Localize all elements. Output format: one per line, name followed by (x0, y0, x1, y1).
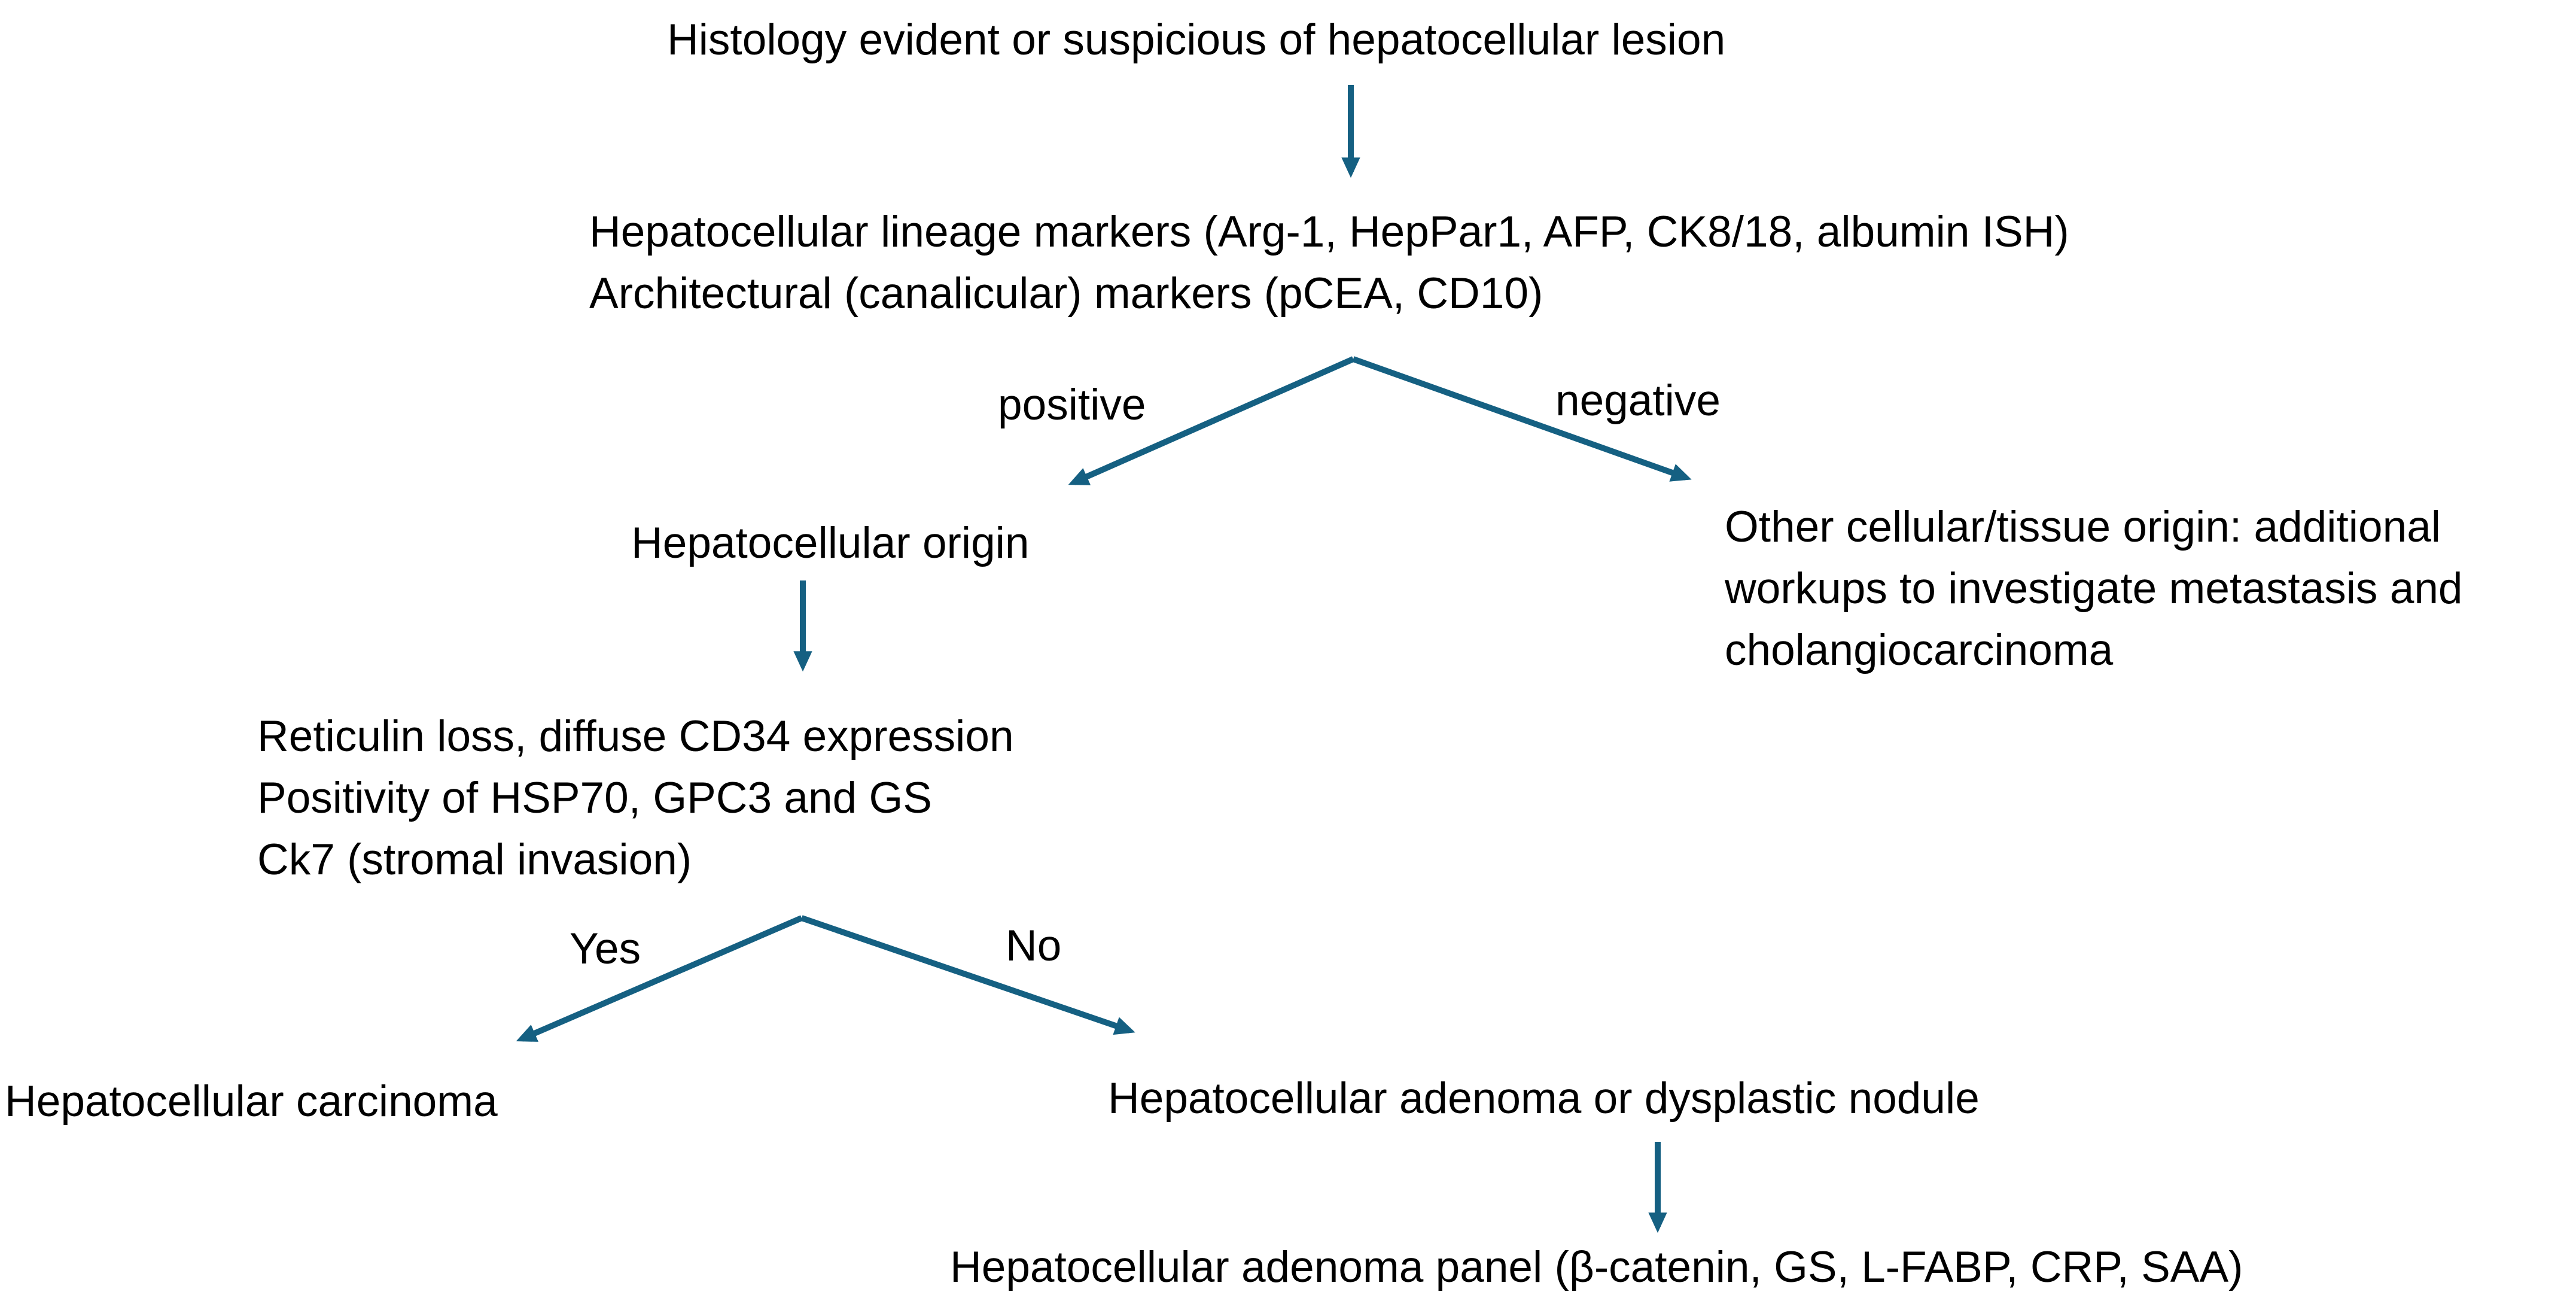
node-adenoma-or-dysplastic-nodule-text: Hepatocellular adenoma or dysplastic nod… (1108, 1074, 1980, 1123)
node-histology: Histology evident or suspicious of hepat… (667, 9, 1725, 71)
node-malignancy-criteria-line1: Reticulin loss, diffuse CD34 expression (257, 712, 1014, 761)
edge-label-no: No (1006, 922, 1062, 970)
node-hepatocellular-origin-text: Hepatocellular origin (631, 519, 1030, 567)
node-histology-text: Histology evident or suspicious of hepat… (667, 16, 1726, 64)
node-hepatocellular-origin: Hepatocellular origin (631, 512, 1029, 574)
node-other-origin: Other cellular/tissue origin: additional… (1725, 496, 2463, 681)
node-other-origin-line1: Other cellular/tissue origin: additional (1725, 503, 2441, 551)
node-hepatocellular-carcinoma-text: Hepatocellular carcinoma (5, 1077, 498, 1126)
node-lineage-markers: Hepatocellular lineage markers (Arg-1, H… (589, 201, 2069, 324)
node-adenoma-panel-text: Hepatocellular adenoma panel (β-catenin,… (950, 1243, 2243, 1291)
node-other-origin-line3: cholangiocarcinoma (1725, 626, 2114, 674)
node-lineage-markers-line2: Architectural (canalicular) markers (pCE… (589, 269, 1543, 318)
node-other-origin-line2: workups to investigate metastasis and (1725, 564, 2463, 613)
edge-label-positive: positive (998, 381, 1146, 429)
arrow-criteria-no (800, 915, 1135, 1035)
node-adenoma-or-dysplastic-nodule: Hepatocellular adenoma or dysplastic nod… (1108, 1068, 1980, 1129)
node-lineage-markers-line1: Hepatocellular lineage markers (Arg-1, H… (589, 208, 2069, 256)
edge-label-yes: Yes (570, 925, 641, 973)
edge-label-negative: negative (1555, 376, 1721, 425)
node-adenoma-panel: Hepatocellular adenoma panel (β-catenin,… (950, 1236, 2243, 1298)
node-malignancy-criteria-line2: Positivity of HSP70, GPC3 and GS (257, 774, 932, 822)
arrow-criteria-yes (516, 915, 803, 1042)
node-hepatocellular-carcinoma: Hepatocellular carcinoma (5, 1071, 498, 1132)
node-malignancy-criteria: Reticulin loss, diffuse CD34 expression … (257, 706, 1014, 890)
node-malignancy-criteria-line3: Ck7 (stromal invasion) (257, 835, 692, 884)
